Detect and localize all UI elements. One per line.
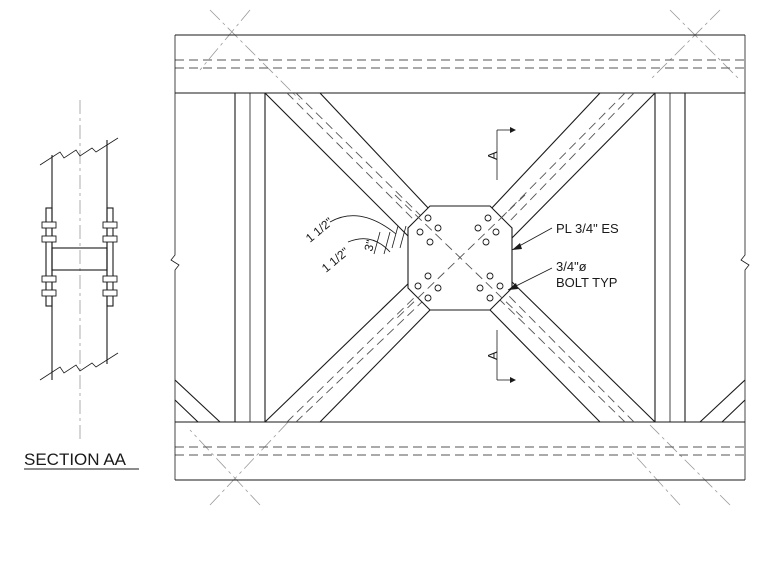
diagonal-brace-lower-left bbox=[264, 279, 431, 423]
bolt-size-callout: 3/4"ø bbox=[556, 259, 587, 274]
section-letter-top: A bbox=[485, 151, 500, 160]
section-bolt-group bbox=[41, 221, 118, 297]
plate-callout: PL 3/4" ES bbox=[556, 221, 619, 236]
bottom-chord bbox=[175, 421, 745, 481]
right-vertical-post bbox=[654, 93, 686, 422]
section-title: SECTION AA bbox=[24, 450, 127, 469]
edge-distance-label-2: 1 1/2" bbox=[319, 245, 352, 276]
edge-distance-label-1: 1 1/2" bbox=[303, 215, 336, 246]
plate-bolt-group bbox=[414, 214, 504, 302]
diagonal-brace-lower-right bbox=[489, 279, 656, 423]
section-cut-marker-top bbox=[496, 127, 516, 180]
bolt-spacing-label: 3" bbox=[361, 239, 377, 253]
dimension-ticks bbox=[373, 225, 407, 255]
left-vertical-post bbox=[234, 93, 266, 422]
diagonal-brace-upper-right bbox=[489, 92, 656, 241]
elevation-view bbox=[170, 9, 750, 506]
bolt-note-callout: BOLT TYP bbox=[556, 275, 617, 290]
section-letter-bottom: A bbox=[485, 351, 500, 360]
diagonal-brace-upper-left bbox=[264, 92, 431, 241]
section-aa-detail bbox=[39, 100, 119, 440]
section-cut-marker-bottom bbox=[496, 330, 516, 383]
top-chord bbox=[175, 34, 745, 94]
